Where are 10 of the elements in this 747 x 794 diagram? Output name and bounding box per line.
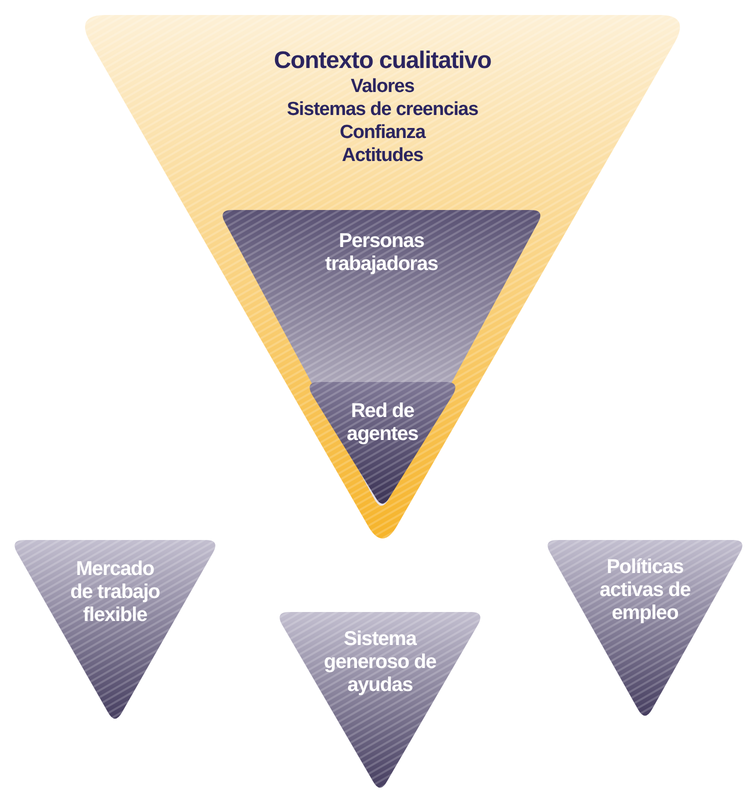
triangle-label: Personas trabajadoras <box>324 230 439 276</box>
list-item: Actitudes <box>342 144 424 167</box>
list-item: Confianza <box>340 121 426 144</box>
list-item: Sistemas de creencias <box>286 98 478 121</box>
triangle-label: Sistema generoso de ayudas <box>322 628 438 697</box>
triangle-label: Políticas activas de empleo <box>598 556 692 625</box>
list-item: Valores <box>350 75 414 98</box>
triangle-label: Red de agentes <box>346 400 420 446</box>
triangle-label: Mercado de trabajo flexible <box>69 558 161 627</box>
heading: Contexto cualitativo <box>274 47 492 75</box>
